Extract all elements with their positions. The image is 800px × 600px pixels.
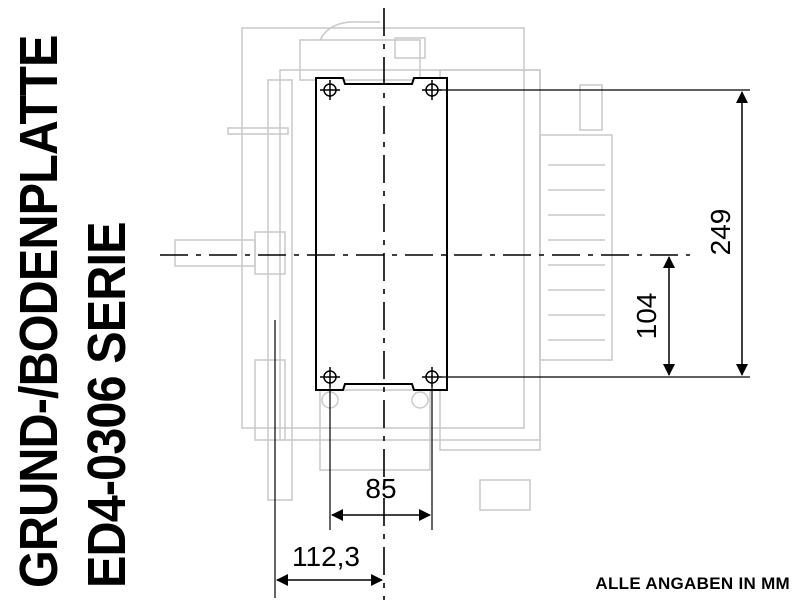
dimension-249: 249 (705, 91, 748, 376)
dimension-85-label: 85 (365, 473, 396, 504)
mounting-holes (320, 80, 442, 387)
base-plate (315, 77, 448, 391)
dimension-85: 85 (331, 473, 431, 521)
dimension-112-3: 112,3 (276, 541, 383, 586)
engine-outline (174, 21, 613, 511)
dimension-249-label: 249 (705, 209, 736, 256)
hole-bottom-right (422, 367, 442, 387)
dimension-104-label: 104 (631, 293, 662, 340)
hole-top-left (320, 80, 340, 100)
dimension-104: 104 (631, 256, 675, 376)
hole-top-right (422, 80, 442, 100)
extension-lines (274, 89, 750, 598)
hole-bottom-left (320, 367, 340, 387)
dimension-112-3-label: 112,3 (292, 541, 360, 572)
center-lines (160, 8, 690, 600)
units-note: ALLE ANGABEN IN MM (595, 574, 790, 593)
